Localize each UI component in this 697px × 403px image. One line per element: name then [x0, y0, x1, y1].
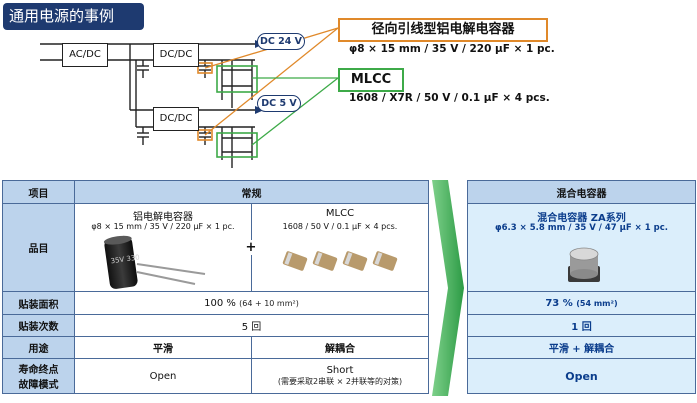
- electrolytic-callout-title: 径向引线型铝电解电容器: [338, 18, 548, 42]
- hybrid-spec: φ6.3 × 5.8 mm / 35 V / 47 μF × 1 pc.: [494, 223, 668, 233]
- row-label-count: 贴装次数: [2, 314, 75, 337]
- electrolytic-name: 铝电解电容器: [133, 212, 193, 223]
- electrolytic-usage: 平滑: [74, 336, 252, 359]
- comparison-arrow: [432, 180, 464, 396]
- row-label-area: 贴装面积: [2, 291, 75, 315]
- mlcc-failure-cell: Short (需要采取2串联 × 2并联等的对策): [251, 358, 429, 394]
- page-title: 通用电源的事例: [3, 3, 144, 30]
- electrolytic-callout-spec: φ8 × 15 mm / 35 V / 220 μF × 1 pc.: [349, 43, 555, 55]
- conventional-table: 项目 常规 品目 铝电解电容器 φ8 × 15 mm / 35 V / 220 …: [2, 180, 429, 394]
- hybrid-failure: Open: [467, 358, 696, 394]
- electrolytic-spec: φ8 × 15 mm / 35 V / 220 μF × 1 pc.: [91, 222, 235, 231]
- failure-label-line2: 故障模式: [18, 380, 59, 391]
- mlcc-callout-spec: 1608 / X7R / 50 V / 0.1 μF × 4 pcs.: [349, 92, 550, 104]
- row-label-usage: 用途: [2, 336, 75, 359]
- mlcc-product-cell: + MLCC 1608 / 50 V / 0.1 μF × 4 pcs.: [244, 203, 429, 292]
- mlcc-usage: 解耦合: [251, 336, 429, 359]
- hybrid-area-cell: 73 % (54 mm²): [467, 291, 696, 315]
- conventional-count: 5 回: [74, 314, 429, 337]
- conventional-area: 100 %: [204, 297, 236, 309]
- electrolytic-failure: Open: [74, 358, 252, 394]
- mlcc-failure-note: (需要采取2串联 × 2并联等的对策): [277, 377, 403, 386]
- hybrid-area-sub: (54 mm²): [576, 298, 618, 308]
- electrolytic-product-cell: 铝电解电容器 φ8 × 15 mm / 35 V / 220 μF × 1 pc…: [74, 203, 252, 292]
- row-label-failure: 寿命终点 故障模式: [2, 358, 75, 394]
- hybrid-area: 73 %: [545, 297, 573, 309]
- hybrid-product-cell: 混合电容器 ZA系列 φ6.3 × 5.8 mm / 35 V / 47 μF …: [467, 203, 696, 292]
- rail-5v-label: DC 5 V: [257, 95, 301, 112]
- cap-marking: 35V 330: [110, 253, 140, 265]
- plus-sign: +: [244, 240, 258, 255]
- mlcc-chips-image: [282, 251, 398, 271]
- header-conventional: 常规: [74, 180, 429, 204]
- mlcc-callout-title: MLCC: [338, 68, 404, 92]
- rail-24v-label: DC 24 V: [257, 33, 305, 50]
- mlcc-spec: 1608 / 50 V / 0.1 μF × 4 pcs.: [282, 222, 398, 231]
- hybrid-name: 混合电容器 ZA系列: [537, 213, 626, 224]
- mlcc-name: MLCC: [325, 208, 355, 219]
- acdc-block: AC/DC: [62, 43, 108, 67]
- mlcc-failure: Short: [326, 365, 354, 376]
- hybrid-usage: 平滑 + 解耦合: [467, 336, 696, 359]
- electrolytic-capacitor-image: 35V 330: [103, 235, 206, 289]
- dcdc-block-2: DC/DC: [153, 107, 199, 131]
- row-label-product: 品目: [2, 203, 75, 292]
- dcdc-block-1: DC/DC: [153, 43, 199, 67]
- conventional-area-cell: 100 % (64 + 10 mm²): [74, 291, 429, 315]
- header-hybrid: 混合电容器: [467, 180, 696, 204]
- failure-label-line1: 寿命终点: [18, 365, 59, 376]
- hybrid-capacitor-image: [568, 247, 600, 282]
- conventional-area-sub: (64 + 10 mm²): [239, 298, 299, 308]
- header-item: 项目: [2, 180, 75, 204]
- hybrid-table: 混合电容器 混合电容器 ZA系列 φ6.3 × 5.8 mm / 35 V / …: [467, 180, 696, 394]
- power-supply-circuit: [40, 27, 339, 168]
- hybrid-count: 1 回: [467, 314, 696, 337]
